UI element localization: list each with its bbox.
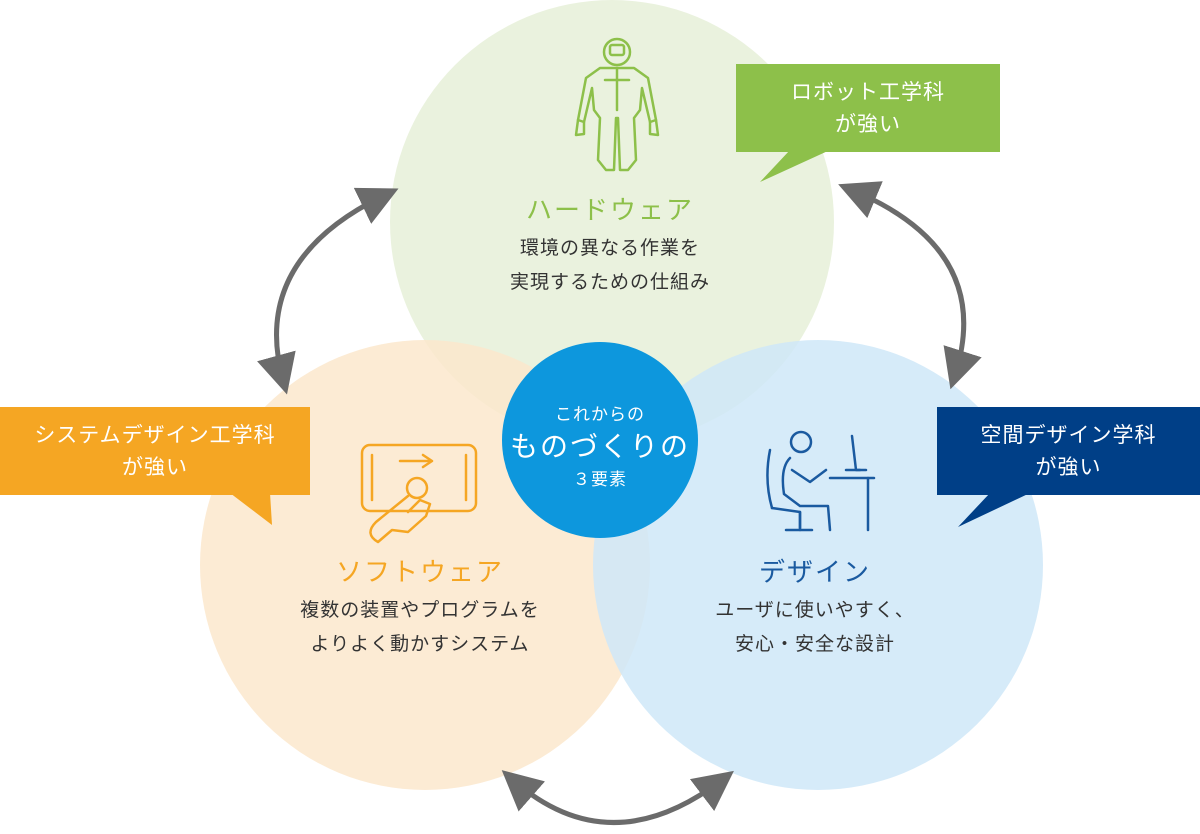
callout-robot-line2: が強い	[835, 112, 901, 136]
callout-space-line2: が強い	[1035, 455, 1102, 479]
software-desc-line2: よりよく動かすシステム	[310, 633, 530, 655]
callout-system-text: システムデザイン工学科 が強い	[0, 419, 310, 483]
arrow-hardware-design	[838, 181, 982, 390]
callout-system-line1: システムデザイン工学科	[34, 423, 276, 447]
center-line1: これからの	[555, 405, 645, 425]
callout-robot-line1: ロボット工学科	[791, 80, 945, 104]
design-circle	[593, 340, 1043, 790]
callout-system	[0, 407, 310, 525]
center-label: これからの ものづくりの ３要素	[502, 400, 698, 490]
arrow-software-design	[501, 770, 734, 825]
hardware-desc-line2: 実現するための仕組み	[509, 271, 710, 293]
design-title: デザイン	[758, 558, 871, 588]
hardware-circle	[390, 0, 834, 444]
tablet-touch-icon	[360, 443, 478, 544]
desk-worker-icon	[766, 430, 876, 532]
arrow-hardware-software	[257, 187, 399, 395]
software-title: ソフトウェア	[335, 558, 504, 588]
center-line2: ものづくりの	[509, 430, 690, 463]
callout-space	[937, 407, 1200, 527]
callout-robot	[736, 64, 1000, 182]
design-desc-line2: 安心・安全な設計	[734, 633, 895, 655]
hardware-title: ハードウェア	[525, 196, 694, 226]
design-label: デザイン ユーザに使いやすく、 安心・安全な設計	[665, 552, 965, 661]
robot-suit-icon	[574, 37, 660, 172]
hardware-desc-line1: 環境の異なる作業を	[519, 237, 700, 259]
software-desc-line1: 複数の装置やプログラムを	[300, 599, 540, 621]
callout-system-line2: が強い	[122, 455, 188, 479]
center-line3: ３要素	[573, 470, 627, 490]
hardware-label: ハードウェア 環境の異なる作業を 実現するための仕組み	[460, 190, 760, 299]
callout-robot-text: ロボット工学科 が強い	[736, 76, 1000, 140]
callout-space-line1: 空間デザイン学科	[980, 423, 1157, 447]
center-circle	[502, 342, 698, 538]
design-desc-line1: ユーザに使いやすく、	[715, 599, 915, 621]
callout-space-text: 空間デザイン学科 が強い	[937, 419, 1200, 483]
software-label: ソフトウェア 複数の装置やプログラムを よりよく動かすシステム	[265, 552, 575, 661]
